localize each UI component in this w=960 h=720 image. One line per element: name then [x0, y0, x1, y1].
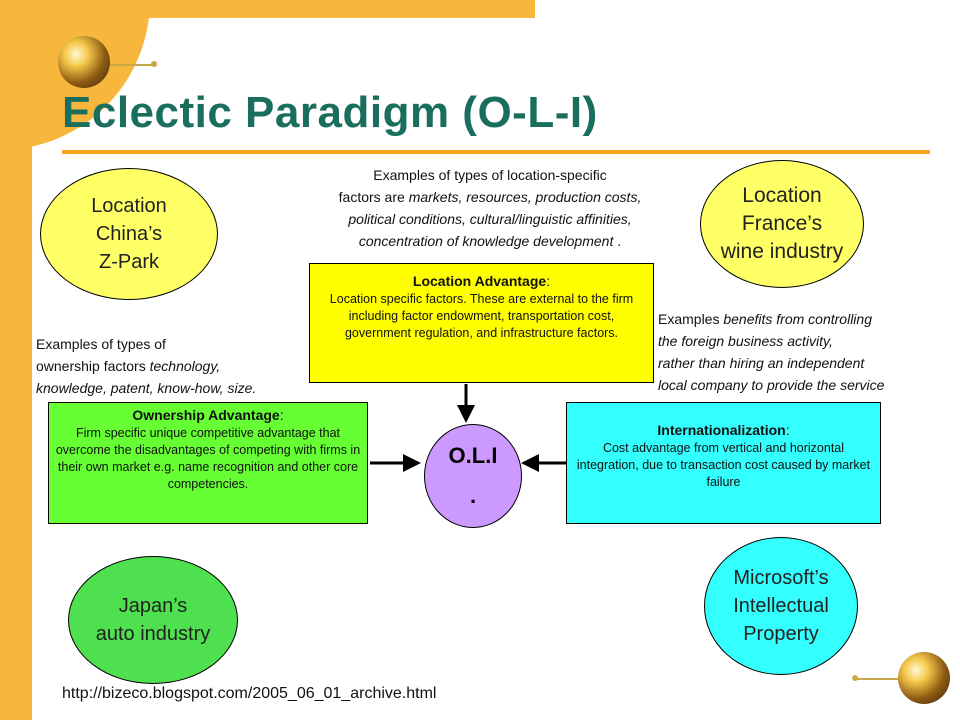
note-italic: concentration of knowledge development	[358, 233, 614, 249]
ellipse-microsoft-ip: Microsoft’s Intellectual Property	[704, 537, 858, 675]
location-advantage-box: Location Advantage: Location specific fa…	[309, 263, 654, 383]
note-text: .	[613, 233, 622, 249]
ellipse-france-wine: Location France’s wine industry	[700, 160, 864, 288]
note-text: ownership factors	[36, 358, 150, 374]
ellipse-japan-auto: Japan’s auto industry	[68, 556, 238, 684]
note-italic: local company to provide the service	[658, 377, 885, 393]
note-line: Examples of types of location-specific	[373, 167, 607, 183]
globe-connector-line	[110, 64, 152, 66]
note-italic: markets, resources, production costs,	[408, 189, 642, 205]
ellipse-line: Intellectual	[733, 595, 829, 617]
page-title: Eclectic Paradigm (O-L-I)	[62, 88, 598, 137]
box-heading: Ownership Advantage:	[55, 406, 361, 425]
box-heading-text: Internationalization	[657, 422, 786, 438]
ellipse-line: Z-Park	[99, 251, 159, 273]
title-underline	[62, 150, 930, 154]
note-text: Examples	[658, 311, 724, 327]
oli-circle: O.L.I .	[424, 424, 522, 528]
note-line: political conditions, cultural/linguisti…	[280, 208, 700, 230]
note-line: ownership factors technology,	[36, 355, 336, 377]
ellipse-line: China’s	[95, 223, 163, 245]
note-line: concentration of knowledge development .	[280, 230, 700, 252]
note-italic: benefits from controlling	[723, 311, 872, 327]
box-body: Location specific factors. These are ext…	[329, 292, 634, 340]
ellipse-line: wine industry	[720, 240, 844, 263]
note-italic: technology,	[149, 358, 221, 374]
note-italic: political conditions, cultural/linguisti…	[348, 211, 632, 227]
box-heading-text: Ownership Advantage	[132, 407, 280, 423]
globe-connector-dot	[151, 61, 157, 67]
ownership-advantage-box: Ownership Advantage: Firm specific uniqu…	[48, 402, 368, 524]
globe-icon-bottom-right	[898, 652, 950, 704]
ellipse-line: Location	[742, 184, 822, 207]
note-line: knowledge, patent, know-how, size.	[36, 377, 336, 399]
ellipse-line: France’s	[741, 212, 823, 235]
internalization-box: Internationalization: Cost advantage fro…	[566, 402, 881, 524]
box-heading-colon: :	[546, 273, 551, 289]
note-line: rather than hiring an independent	[658, 352, 960, 374]
box-heading-text: Location Advantage	[412, 273, 547, 289]
note-line: local company to provide the service	[658, 374, 960, 396]
ellipse-line: Location	[91, 195, 167, 217]
globe-connector-line	[856, 678, 898, 680]
globe-connector-dot	[852, 675, 858, 681]
box-heading: Internationalization:	[573, 421, 874, 440]
ellipse-line: auto industry	[95, 623, 211, 645]
ellipse-line: Microsoft’s	[733, 567, 829, 589]
note-line: factors are markets, resources, producti…	[280, 186, 700, 208]
globe-icon-top-left	[58, 36, 110, 88]
box-heading: Location Advantage:	[316, 272, 647, 291]
box-heading-colon: :	[279, 407, 284, 423]
note-text: factors are	[338, 189, 409, 205]
note-line: Examples benefits from controlling	[658, 308, 960, 330]
ellipse-line: Property	[743, 623, 819, 645]
ellipse-line: Japan’s	[118, 595, 188, 617]
internalization-examples-note: Examples benefits from controlling the f…	[658, 308, 960, 396]
box-heading-colon: :	[785, 422, 790, 438]
location-examples-note: Examples of types of location-specific f…	[280, 164, 700, 252]
note-line: Examples of types of	[36, 336, 166, 352]
source-url[interactable]: http://bizeco.blogspot.com/2005_06_01_ar…	[62, 685, 437, 702]
ownership-examples-note: Examples of types of ownership factors t…	[36, 333, 336, 399]
note-italic: the foreign business activity,	[658, 333, 833, 349]
note-line: the foreign business activity,	[658, 330, 960, 352]
note-italic: knowledge, patent, know-how, size.	[36, 380, 257, 396]
oli-label: O.L.I	[448, 443, 498, 468]
box-body: Firm specific unique competitive advanta…	[55, 426, 361, 491]
note-italic: rather than hiring an independent	[658, 355, 865, 371]
oli-label-dot: .	[469, 483, 477, 508]
box-body: Cost advantage from vertical and horizon…	[576, 441, 871, 489]
ellipse-china-zpark: Location China’s Z-Park	[40, 168, 218, 300]
